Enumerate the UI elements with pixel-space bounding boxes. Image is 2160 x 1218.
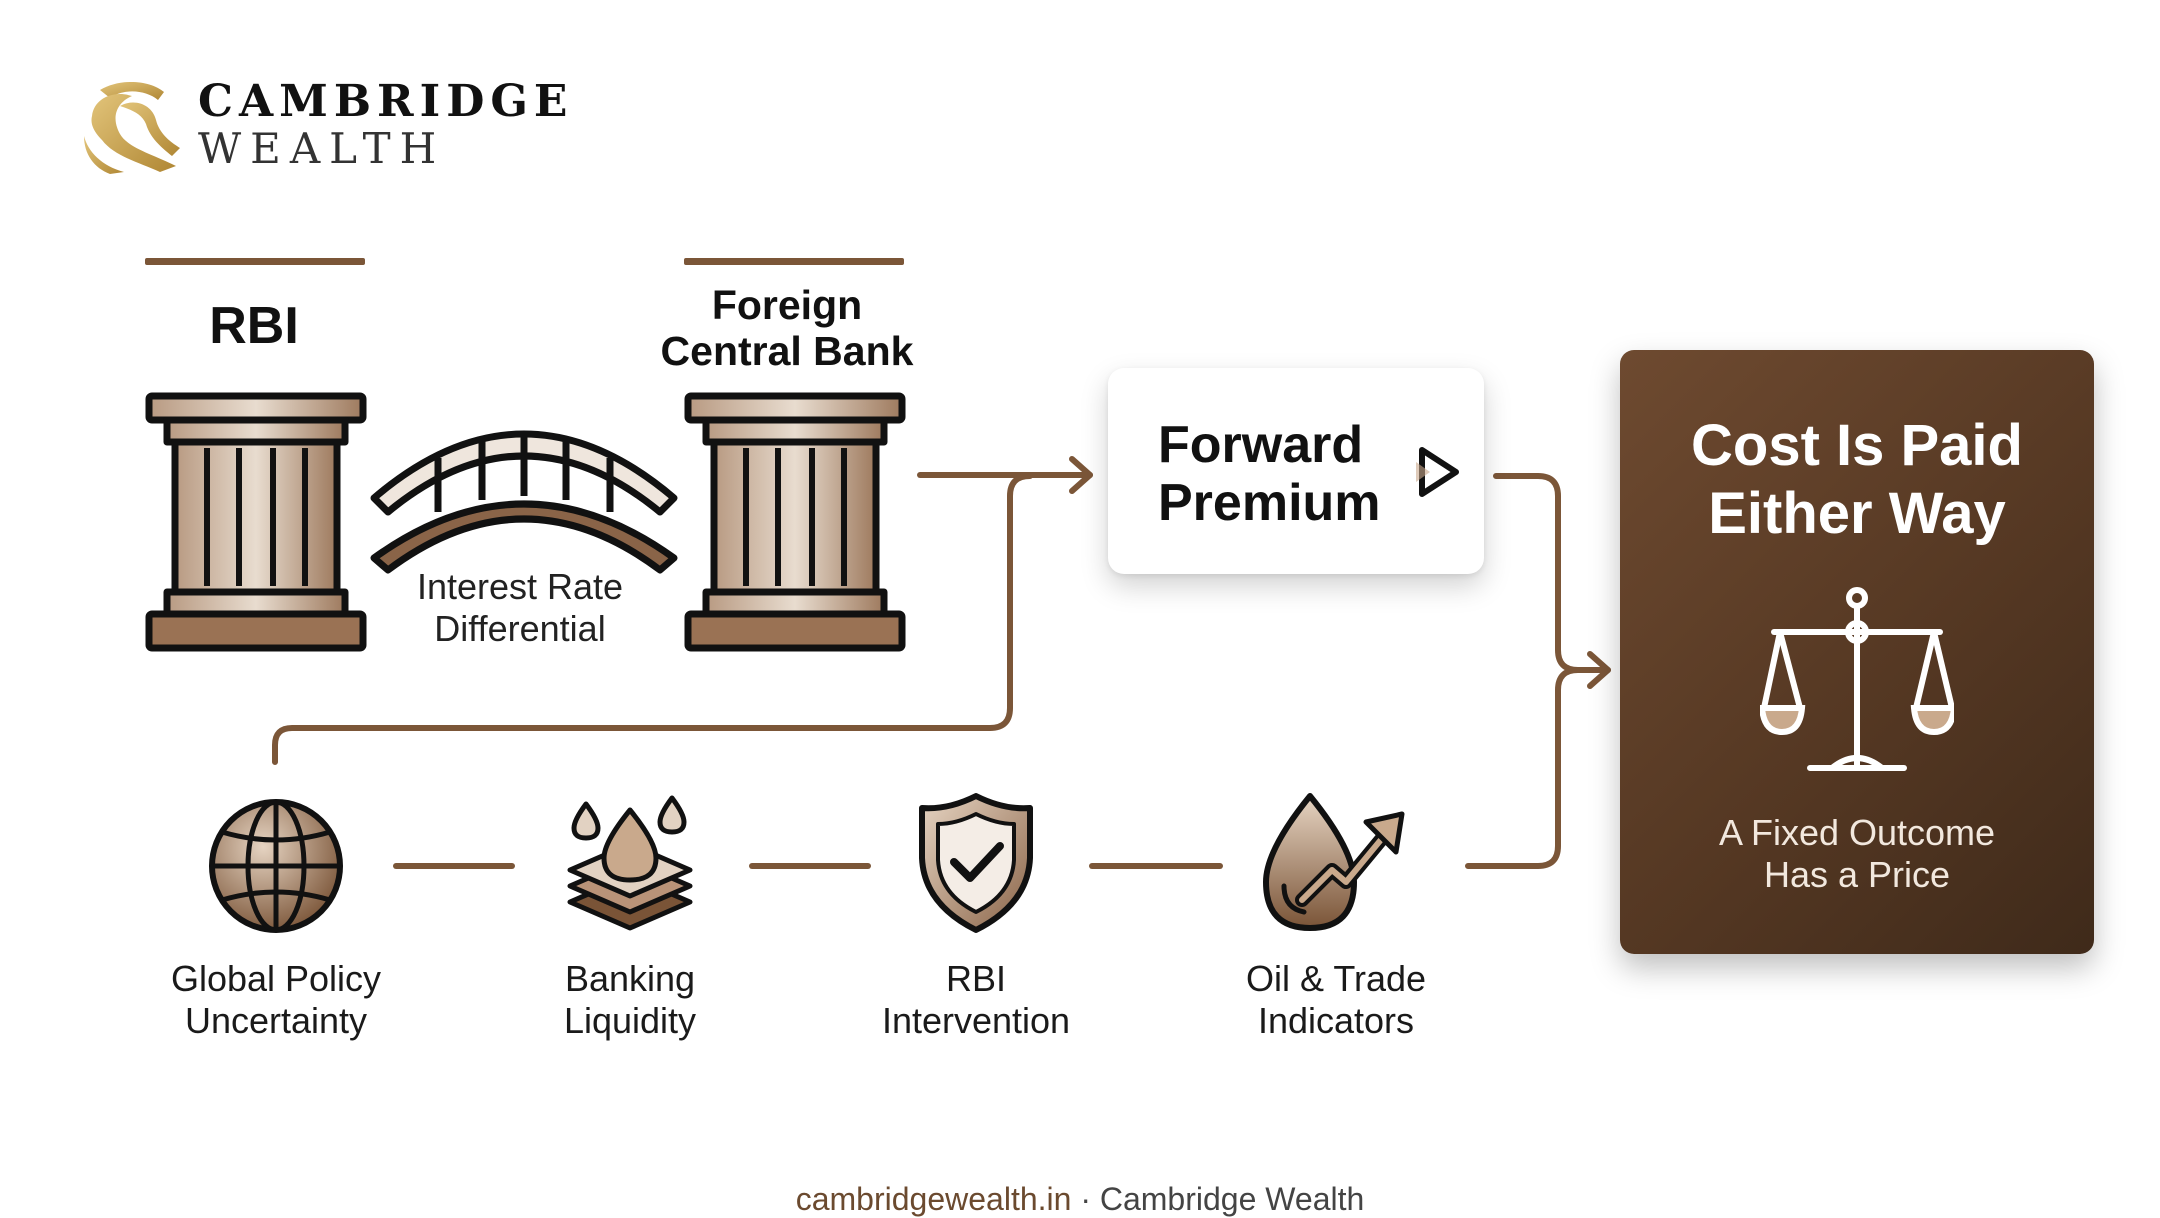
rbi-title: RBI [209,297,299,355]
globe-icon [209,799,343,933]
brand-sub: WEALTH [198,124,446,173]
rbi-top-bar [145,258,365,265]
foreign-bank-pillar-icon [684,392,906,652]
footer-site-link[interactable]: cambridgewealth.in [795,1181,1072,1217]
brand-name: CAMBRIDGE [198,76,574,127]
oil-drop-trend-icon [1263,793,1405,931]
indicators-to-cost-line [1465,667,1581,869]
cost-arrowhead [1587,651,1611,689]
footer: cambridgewealth.in · Cambridge Wealth [0,1144,2160,1218]
pillar-to-premium-arrowhead [1069,456,1093,494]
shield-check-icon [919,793,1033,933]
footer-separator: · [1071,1181,1100,1217]
premium-to-cost-line [1493,473,1611,673]
factor-label-banking-liquidity: Banking Liquidity [563,958,697,1041]
factor-label-global-policy: Global Policy Uncertainty [170,958,382,1041]
footer-brand: Cambridge Wealth [1099,1181,1365,1217]
uncertainty-to-premium-line [272,473,1033,765]
fcb-top-bar [684,258,904,265]
play-arrow-icon [1416,447,1459,497]
cost-title: Cost Is Paid Either Way [1691,413,2023,546]
forward-premium-title: Forward Premium [1158,416,1381,532]
factor-label-oil-trade: Oil & Trade Indicators [1245,958,1427,1041]
interest-rate-differential-label: Interest Rate Differential [416,566,624,649]
rbi-pillar-icon [145,392,367,652]
cost-subtitle: A Fixed Outcome Has a Price [1718,812,1996,895]
balance-scale-icon [1760,587,1954,771]
brand-logo [80,76,184,181]
forward-premium-card: Forward Premium [1108,368,1484,574]
cost-result-card: Cost Is Paid Either Way A Fixed Outcome … [1620,350,2094,954]
foreign-central-bank-title: Foreign Central Bank [660,282,914,374]
liquidity-layers-icon [567,795,693,931]
bridge-icon [370,430,678,574]
lion-crest-icon [84,81,180,174]
factor-label-rbi-intervention: RBI Intervention [881,958,1071,1041]
